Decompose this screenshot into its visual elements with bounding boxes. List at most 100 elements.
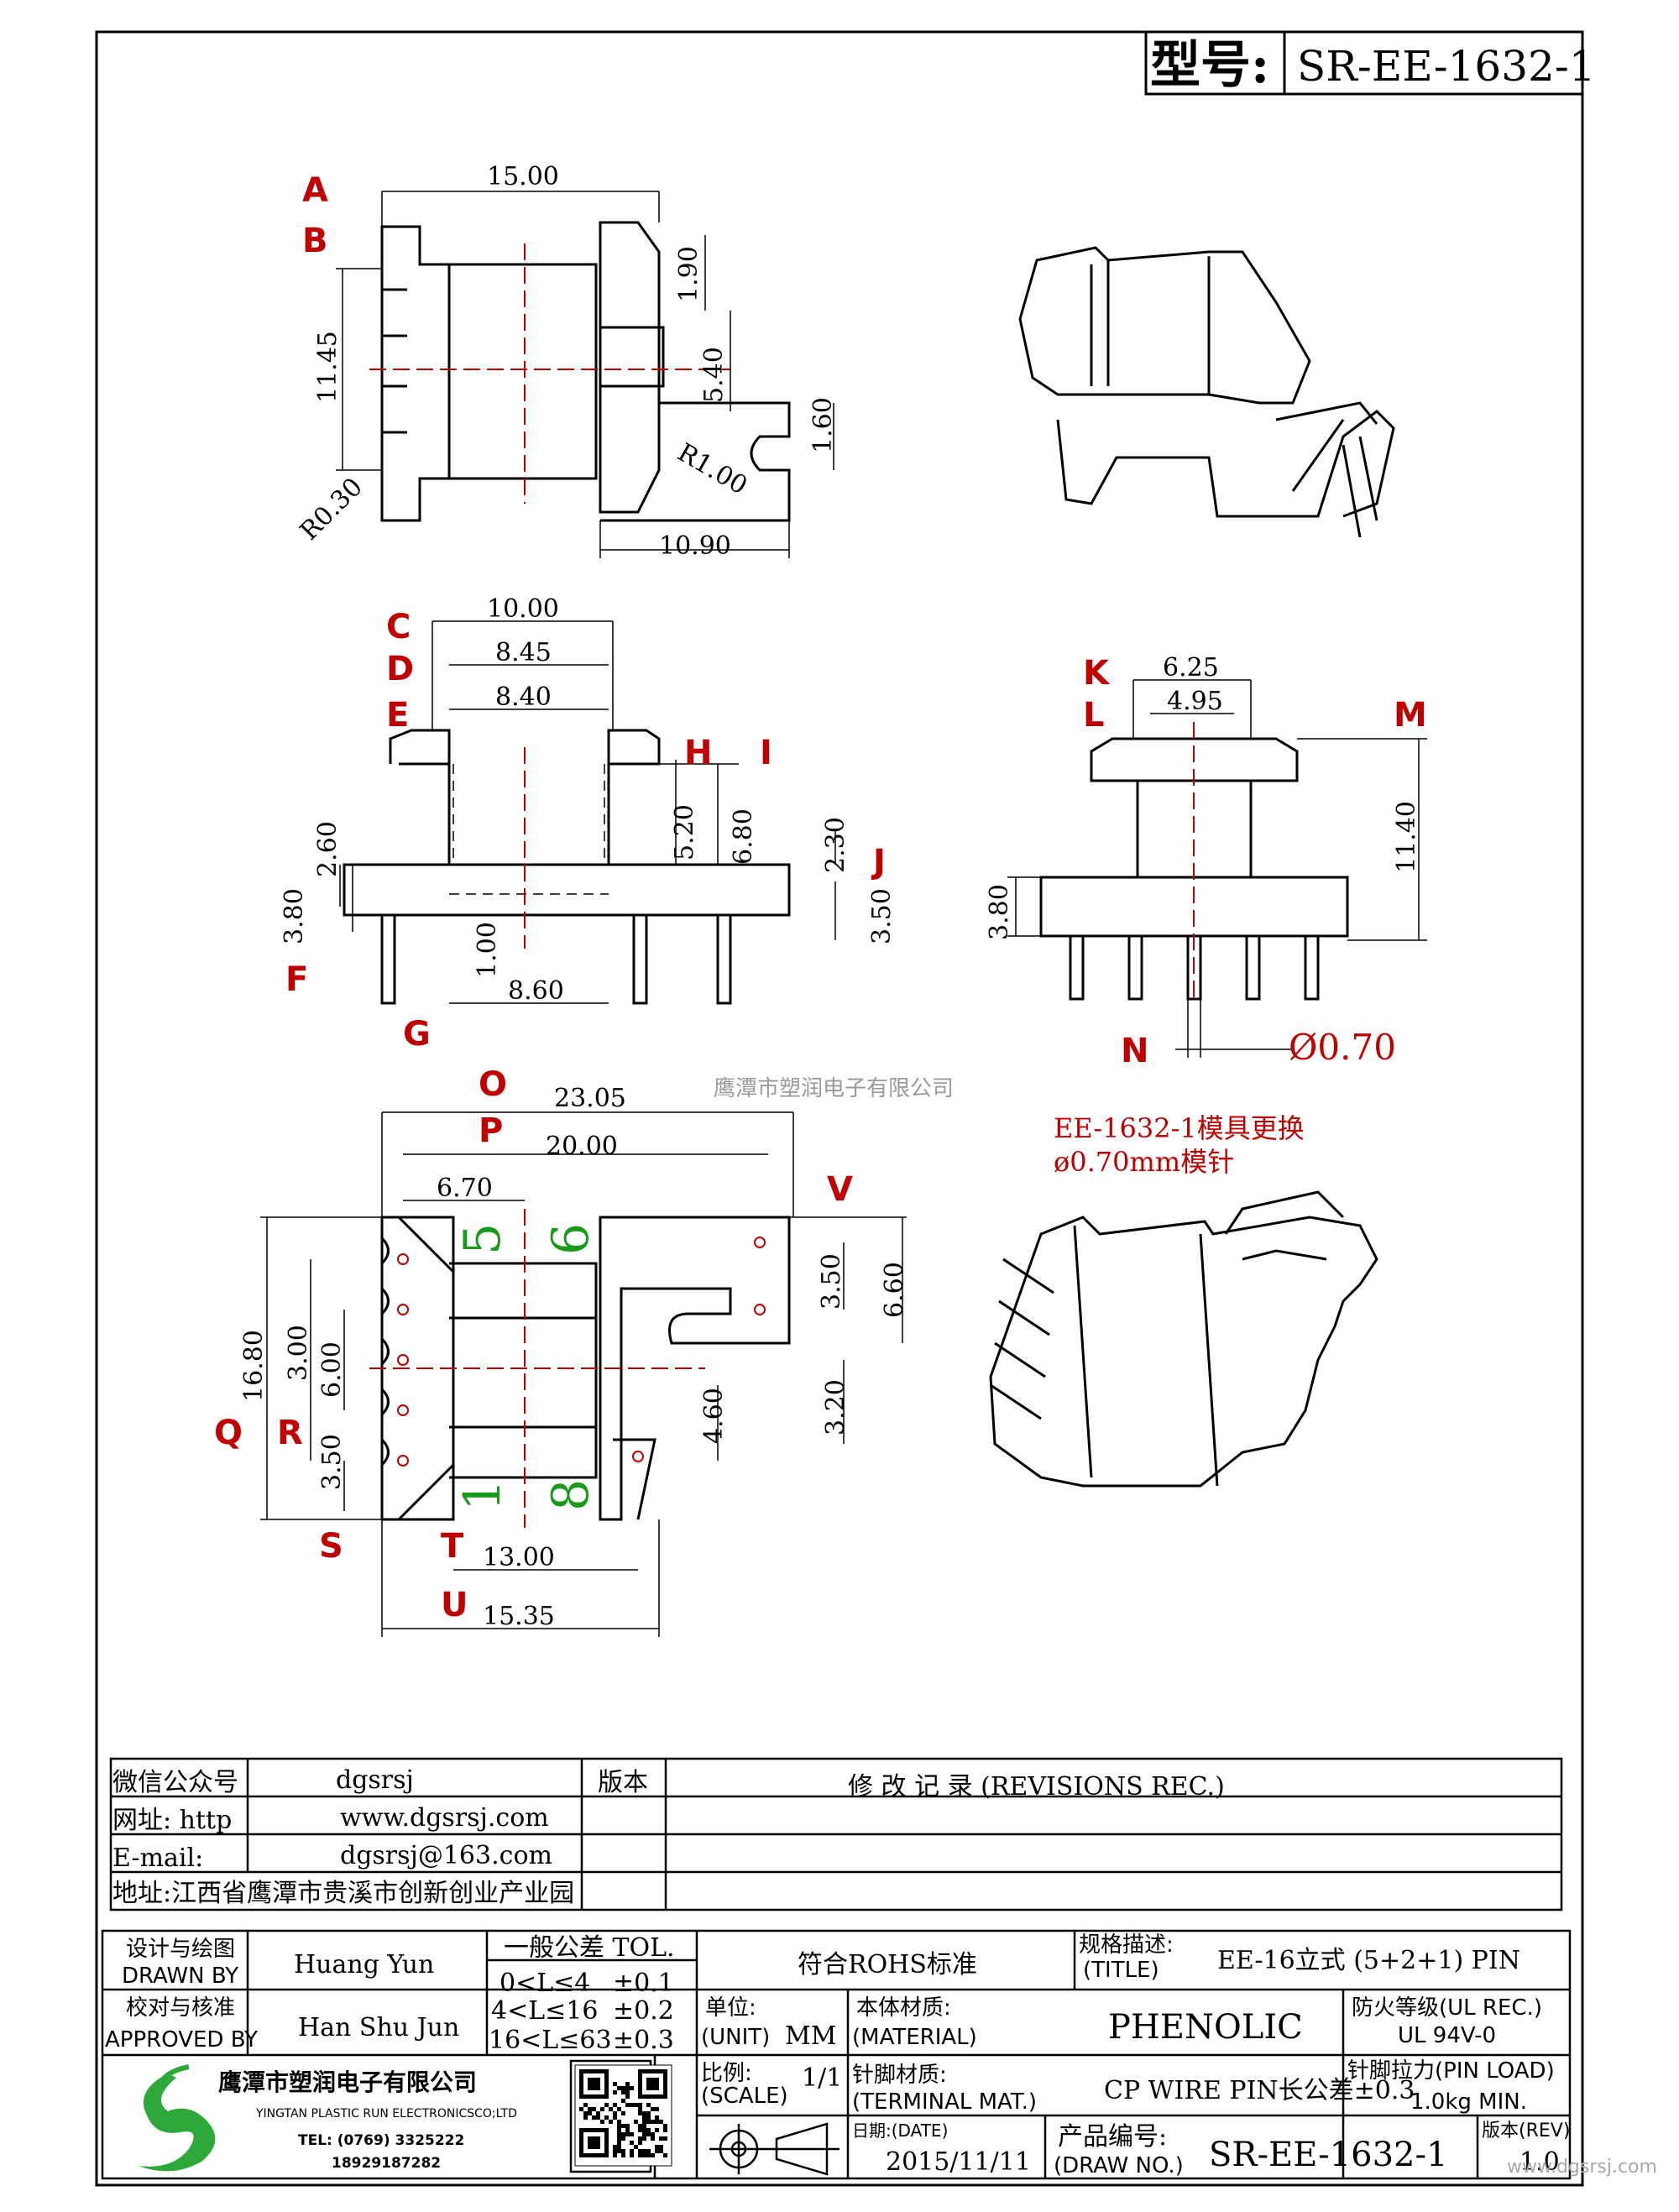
label-e: E	[386, 696, 409, 735]
company-tel: TEL: (0769) 3325222	[298, 2132, 464, 2149]
dim-6-00: 6.00	[317, 1341, 347, 1398]
dim-6-80: 6.80	[729, 808, 758, 865]
pin-number-8: 8	[541, 1479, 600, 1511]
dim-3-80: 3.80	[280, 888, 309, 944]
dim-4-60: 4.60	[699, 1388, 729, 1444]
bottom-view: 23.05 20.00 6.70 3.50 6.60 3.00 6.00 16.…	[214, 1065, 909, 1637]
dim-5-20: 5.20	[670, 804, 699, 860]
check-en: APPROVED BY	[105, 2027, 258, 2053]
label-q: Q	[214, 1414, 243, 1452]
title-cn: 规格描述:	[1079, 1932, 1174, 1958]
label-c: C	[386, 608, 411, 646]
dim-3-50-left: 3.50	[317, 1434, 347, 1490]
unit-value: MM	[785, 2021, 836, 2051]
front-view: 10.00 8.45 8.40 5.20 6.80 2.30 2.60 3.80…	[280, 594, 897, 1054]
scale-value: 1/1	[802, 2063, 842, 2093]
dim-6-60: 6.60	[880, 1262, 909, 1318]
dim-15-35: 15.35	[483, 1602, 555, 1631]
pin-number-1: 1	[453, 1479, 512, 1511]
dim-13-00: 13.00	[483, 1543, 555, 1572]
sheet-border	[95, 30, 1584, 2187]
address: 地址:江西省鹰潭市贵溪市创新创业产业园	[112, 1879, 574, 1908]
pin-load-cn: 针脚拉力(PIN LOAD)	[1347, 2058, 1555, 2084]
dim-11-40: 11.40	[1392, 801, 1421, 873]
wechat-value: dgsrsj	[336, 1765, 414, 1795]
dim-6-25: 6.25	[1163, 653, 1219, 682]
terminal-cn: 针脚材质:	[852, 2063, 947, 2088]
watermark: 鹰潭市塑润电子有限公司	[714, 1076, 954, 1101]
company-name-cn: 鹰潭市塑润电子有限公司	[218, 2068, 477, 2096]
label-p: P	[479, 1111, 503, 1150]
label-l: L	[1083, 696, 1105, 735]
site-watermark: www.dgsrsj.com	[1507, 2157, 1657, 2178]
title-en: (TITLE)	[1083, 1958, 1159, 1983]
design-en: DRAWN BY	[122, 1964, 238, 1989]
web-value: www.dgsrsj.com	[340, 1803, 549, 1833]
dim-3-50-right: 3.50	[817, 1253, 846, 1310]
company-mobile: 18929187282	[332, 2155, 441, 2172]
dim-6-70: 6.70	[437, 1174, 493, 1203]
unit-cn: 单位:	[705, 1995, 756, 2021]
web-label: 网址: http	[112, 1806, 232, 1835]
title-value: EE-16立式 (5+2+1) PIN	[1217, 1946, 1520, 1975]
dim-1-90: 1.90	[674, 246, 704, 302]
rev-label: 版本(REV)	[1482, 2120, 1570, 2141]
material-cn: 本体材质:	[856, 1995, 951, 2021]
tol-value-2: ±0.2	[613, 1996, 674, 2026]
dim-23-05: 23.05	[554, 1084, 626, 1113]
draw-no-cn: 产品编号:	[1058, 2122, 1167, 2152]
dim-1-00: 1.00	[473, 922, 502, 978]
draw-no-value: SR-EE-1632-1	[1209, 2136, 1447, 2174]
dim-16-80: 16.80	[239, 1330, 269, 1402]
fire-rating-value: UL 94V-0	[1398, 2023, 1496, 2048]
note-line-2: ø0.70mm模针	[1054, 1146, 1234, 1178]
revision-title: 修 改 记 录 (REVISIONS REC.)	[848, 1772, 1225, 1801]
label-r: R	[277, 1414, 303, 1452]
label-u: U	[441, 1586, 468, 1624]
pin-diameter: Ø0.70	[1289, 1027, 1396, 1068]
rev-value: 1.0	[1519, 2147, 1560, 2177]
model-box	[1144, 30, 1584, 96]
label-o: O	[479, 1065, 507, 1104]
material-value: PHENOLIC	[1108, 2008, 1303, 2047]
material-en: (MATERIAL)	[852, 2025, 977, 2050]
label-a: A	[302, 171, 328, 210]
email-value: dgsrsj@163.com	[340, 1841, 552, 1870]
model-number: SR-EE-1632-1	[1297, 42, 1596, 91]
tol-range-1: 0<L≤4	[500, 1969, 590, 1998]
draw-no-en: (DRAW NO.)	[1054, 2153, 1184, 2178]
dim-10-90: 10.90	[659, 531, 731, 561]
date-label: 日期:(DATE)	[852, 2120, 948, 2141]
label-m: M	[1394, 696, 1427, 735]
contact-table	[109, 1757, 1563, 1911]
checker-name: Han Shu Jun	[298, 2013, 459, 2042]
dim-2-30: 2.30	[821, 817, 850, 873]
label-h: H	[684, 734, 712, 772]
iso-view-top	[1018, 246, 1395, 538]
revision-version-label: 版本	[598, 1768, 648, 1797]
dim-1-60: 1.60	[808, 397, 838, 453]
projection-symbol-icon	[709, 2122, 840, 2176]
model-label: 型号:	[1150, 36, 1269, 95]
label-s: S	[319, 1527, 343, 1566]
dim-3-00: 3.00	[284, 1325, 313, 1381]
label-j: J	[871, 843, 886, 881]
terminal-en: (TERMINAL MAT.)	[852, 2089, 1037, 2115]
pin-load-value: 1.0kg MIN.	[1410, 2089, 1527, 2115]
label-d: D	[386, 650, 414, 688]
rohs-note: 符合ROHS标准	[798, 1950, 977, 1979]
company-name-en: YINGTAN PLASTIC RUN ELECTRONICSCO;LTD	[255, 2107, 517, 2120]
dim-2-60: 2.60	[313, 821, 343, 877]
date-value: 2015/11/11	[886, 2147, 1031, 2177]
label-b: B	[302, 222, 328, 260]
email-label: E-mail:	[112, 1843, 203, 1873]
scale-en: (SCALE)	[701, 2084, 788, 2109]
company-logo	[139, 2064, 216, 2172]
side-view: 6.25 4.95 11.40 3.80 Ø0.70 K L M N	[985, 653, 1427, 1070]
dim-8-40: 8.40	[495, 682, 552, 712]
scale-cn: 比例:	[701, 2061, 752, 2086]
tol-range-2: 4<L≤16	[491, 1996, 598, 2026]
dim-r0-30: R0.30	[295, 473, 369, 546]
label-f: F	[285, 960, 308, 999]
